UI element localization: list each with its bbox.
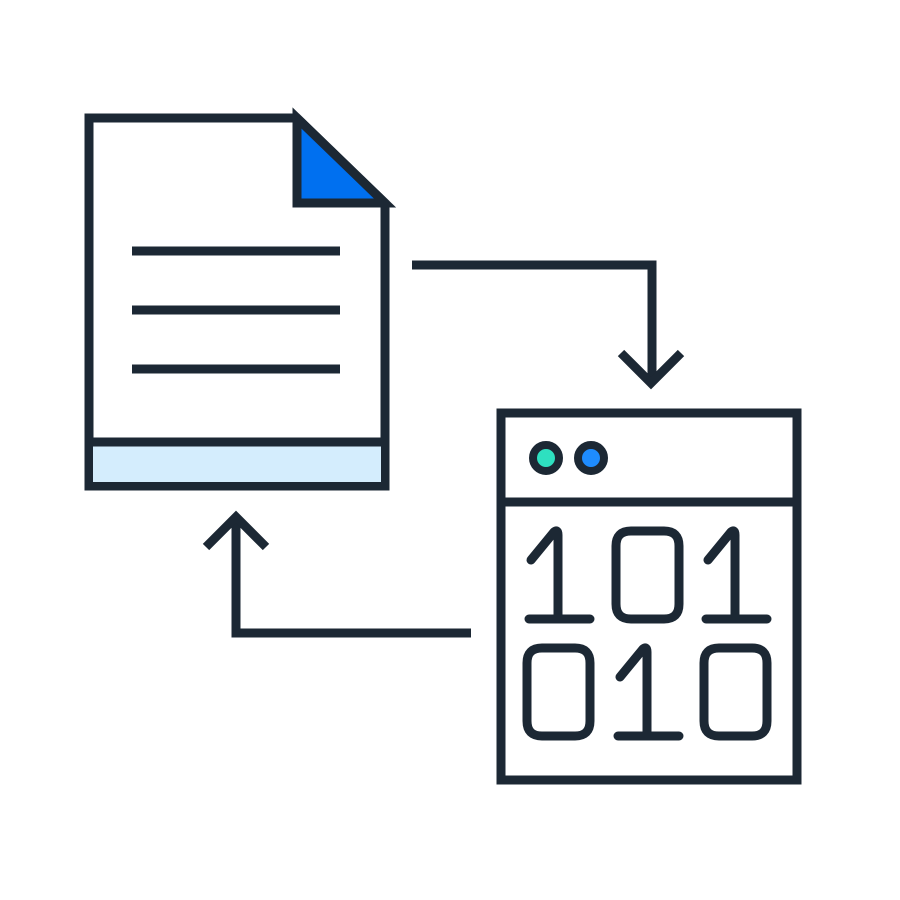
binary-digits <box>522 526 772 741</box>
window-dot-blue <box>574 441 608 475</box>
binary-digit-zero <box>611 526 684 624</box>
document-fold <box>292 107 397 208</box>
window-dot-green <box>529 441 563 475</box>
document-footer-band <box>93 446 381 482</box>
binary-digit-one <box>613 643 684 741</box>
binary-digit-zero <box>522 643 595 741</box>
document-outline <box>84 113 390 491</box>
arrow-down-icon <box>412 260 685 390</box>
binary-digit-zero <box>699 643 772 741</box>
arrowhead-down <box>617 349 685 390</box>
binary-digit-one <box>524 526 595 624</box>
arrow-up-icon <box>202 510 471 638</box>
binary-window-icon <box>496 408 802 785</box>
arrow-doc-to-binary <box>412 260 657 382</box>
arrow-binary-to-doc <box>231 518 471 638</box>
arrowhead-up <box>202 510 270 551</box>
binary-digit-one <box>701 526 772 624</box>
document-icon <box>84 107 397 491</box>
